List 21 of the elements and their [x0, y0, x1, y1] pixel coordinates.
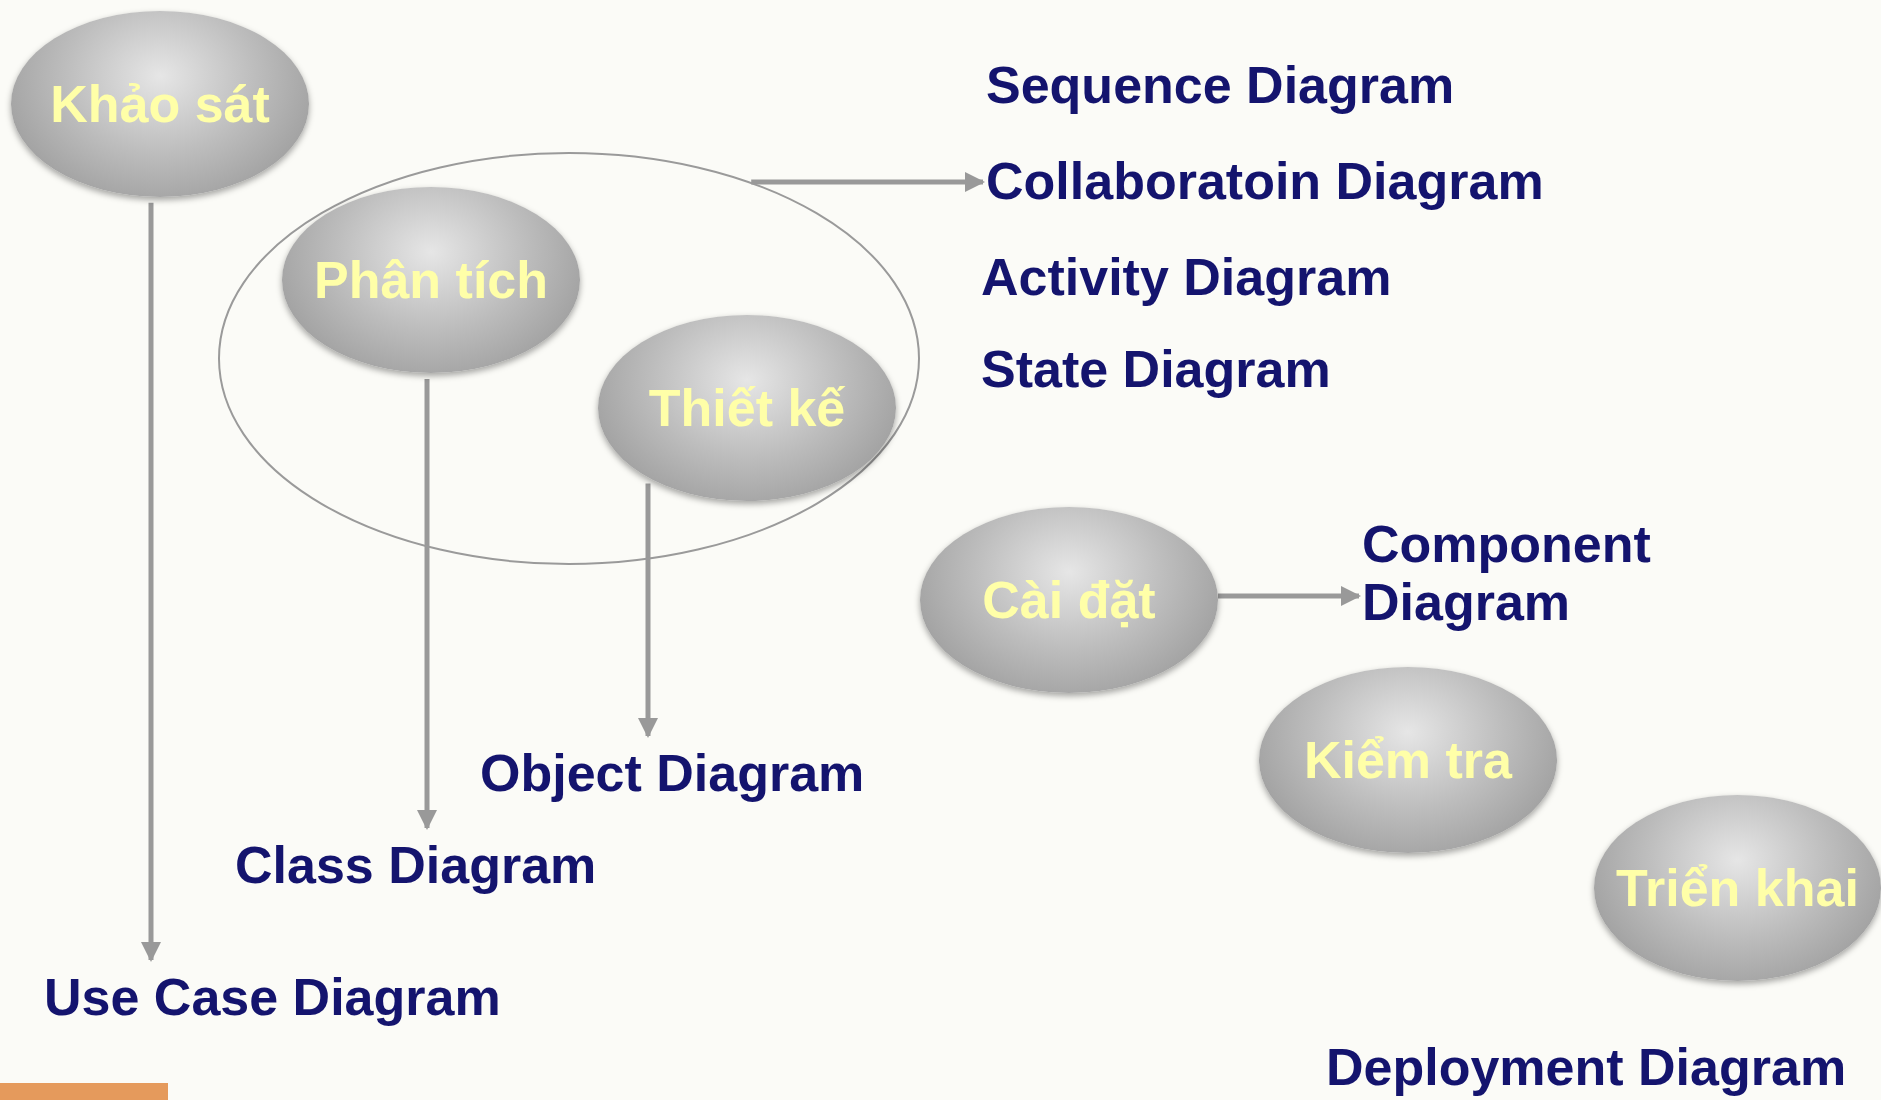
ellipse-outline	[218, 152, 920, 565]
diagram-name-label: State Diagram	[981, 340, 1331, 399]
diagram-name-label: Class Diagram	[235, 836, 597, 895]
arrow	[141, 202, 161, 962]
diagram-name-label: Sequence Diagram	[986, 56, 1455, 115]
node-label: Phân tích	[314, 250, 548, 310]
node-label: Khảo sát	[50, 74, 270, 134]
diagram-name-label: Collaboratoin Diagram	[986, 152, 1544, 211]
diagram-name-label: Deployment Diagram	[1326, 1038, 1847, 1097]
arrow	[638, 483, 658, 738]
diagram-name-label: Component Diagram	[1362, 515, 1752, 632]
node-label: Triển khai	[1616, 858, 1859, 918]
diagram-name-label: Object Diagram	[480, 744, 865, 803]
arrow	[751, 172, 985, 192]
arrow	[1217, 586, 1361, 606]
node-label: Thiết kế	[648, 378, 846, 438]
diagram-name-label: Activity Diagram	[981, 248, 1392, 307]
diagram-name-label: Use Case Diagram	[44, 968, 501, 1027]
node-label: Kiểm tra	[1303, 730, 1513, 790]
node-label: Cài đặt	[982, 570, 1156, 630]
arrow	[417, 378, 437, 830]
